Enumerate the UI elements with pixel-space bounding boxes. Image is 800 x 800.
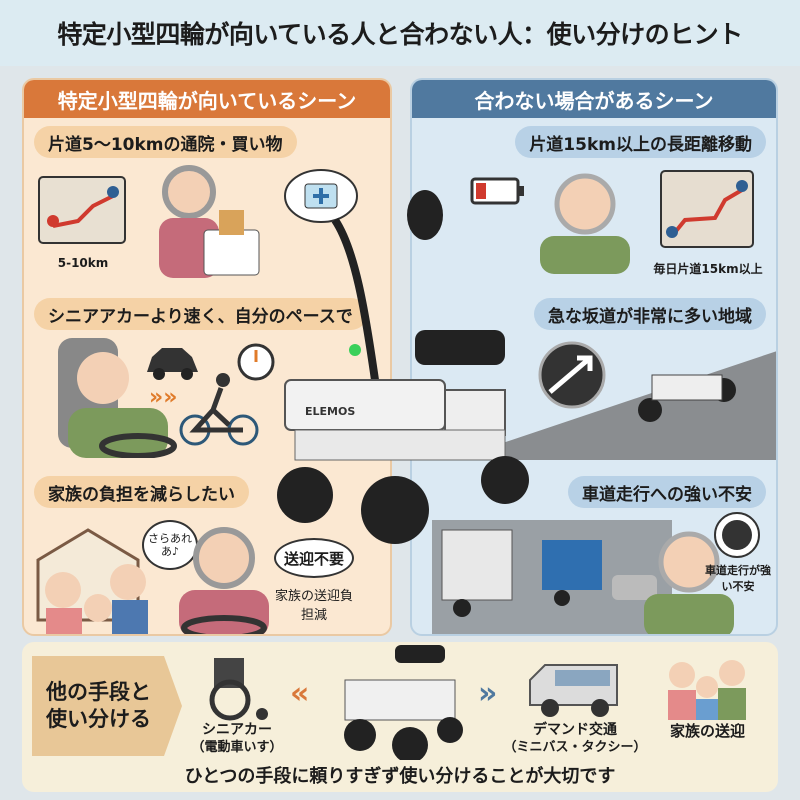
alternative-sub: （ミニバス・タクシー） <box>503 740 647 755</box>
driving-man-icon <box>58 338 177 458</box>
no-pickup-bubble: 送迎不要 <box>274 538 354 578</box>
family-icon <box>668 660 746 720</box>
low-battery-icon <box>470 177 524 205</box>
vehicle-small-illustration <box>344 645 463 760</box>
waving-family-icon <box>36 528 148 634</box>
faster-arrows-icon: »» <box>149 385 178 410</box>
scene-label: 家族の負担を減らしたい <box>34 476 249 508</box>
anxiety-caption: 車道走行が強い不安 <box>705 564 771 593</box>
smiling-driver-icon <box>179 527 269 634</box>
suitable-panel: 特定小型四輪が向いているシーン 片道5〜10kmの通院・買い物 5-10km シ… <box>22 78 392 636</box>
alternative-name: デマンド交通 <box>533 722 617 738</box>
tired-driver-icon <box>540 173 630 274</box>
wheelchair-icon <box>209 658 268 721</box>
alternative-sub: （電動車いす） <box>191 740 283 755</box>
shopping-woman-icon <box>159 165 260 278</box>
alternative-name: 家族の送迎 <box>669 722 745 740</box>
family-burden-caption: 家族の送迎負担減 <box>274 589 353 623</box>
vehicle-illustration: ELEMOS <box>277 190 529 544</box>
minibus-icon <box>529 664 618 717</box>
map-icon <box>38 176 126 244</box>
scene-label: 車道走行への強い不安 <box>568 476 766 508</box>
steep-slope-icon <box>452 341 776 460</box>
first-aid-bubble-icon <box>284 169 358 223</box>
page-title: 特定小型四輪が向いている人と合わない人：使い分けのヒント <box>57 20 743 49</box>
alternatives-label: 他の手段と使い分ける <box>32 656 182 756</box>
scene-label: シニアアカーより速く、自分のペースで <box>34 298 367 330</box>
alternative-name: シニアカー <box>202 722 272 738</box>
cyclist-icon <box>179 373 259 446</box>
closing-message: ひとつの手段に頼りすぎず使い分けることが大切です <box>184 766 616 787</box>
trucks-icon <box>432 520 672 634</box>
arrow-right-icon: » <box>478 676 498 711</box>
scene-label: 急な坂道が非常に多い地域 <box>534 298 766 330</box>
scene-label: 片道15km以上の長距離移動 <box>515 126 766 158</box>
anxious-driver-icon <box>644 531 734 634</box>
unsuitable-panel: 合わない場合があるシーン 片道15km以上の長距離移動 毎日片道15km以上 急… <box>410 78 778 636</box>
header: 特定小型四輪が向いている人と合わない人：使い分けのヒント <box>0 0 800 66</box>
map-icon <box>660 170 754 248</box>
unsuitable-heading: 合わない場合があるシーン <box>412 80 776 118</box>
long-distance-caption: 毎日片道15km以上 <box>653 262 763 276</box>
worried-face-icon <box>714 512 760 558</box>
vehicle-brand: ELEMOS <box>305 405 355 418</box>
car-icon <box>147 348 198 380</box>
arrow-left-icon: « <box>290 676 310 711</box>
suitable-heading: 特定小型四輪が向いているシーン <box>24 80 390 118</box>
scene-label: 片道5〜10kmの通院・買い物 <box>34 126 297 158</box>
speech-bubble: さらあれあ♪ <box>142 520 198 570</box>
distance-caption: 5-10km <box>57 256 109 270</box>
stopwatch-icon <box>237 343 275 381</box>
